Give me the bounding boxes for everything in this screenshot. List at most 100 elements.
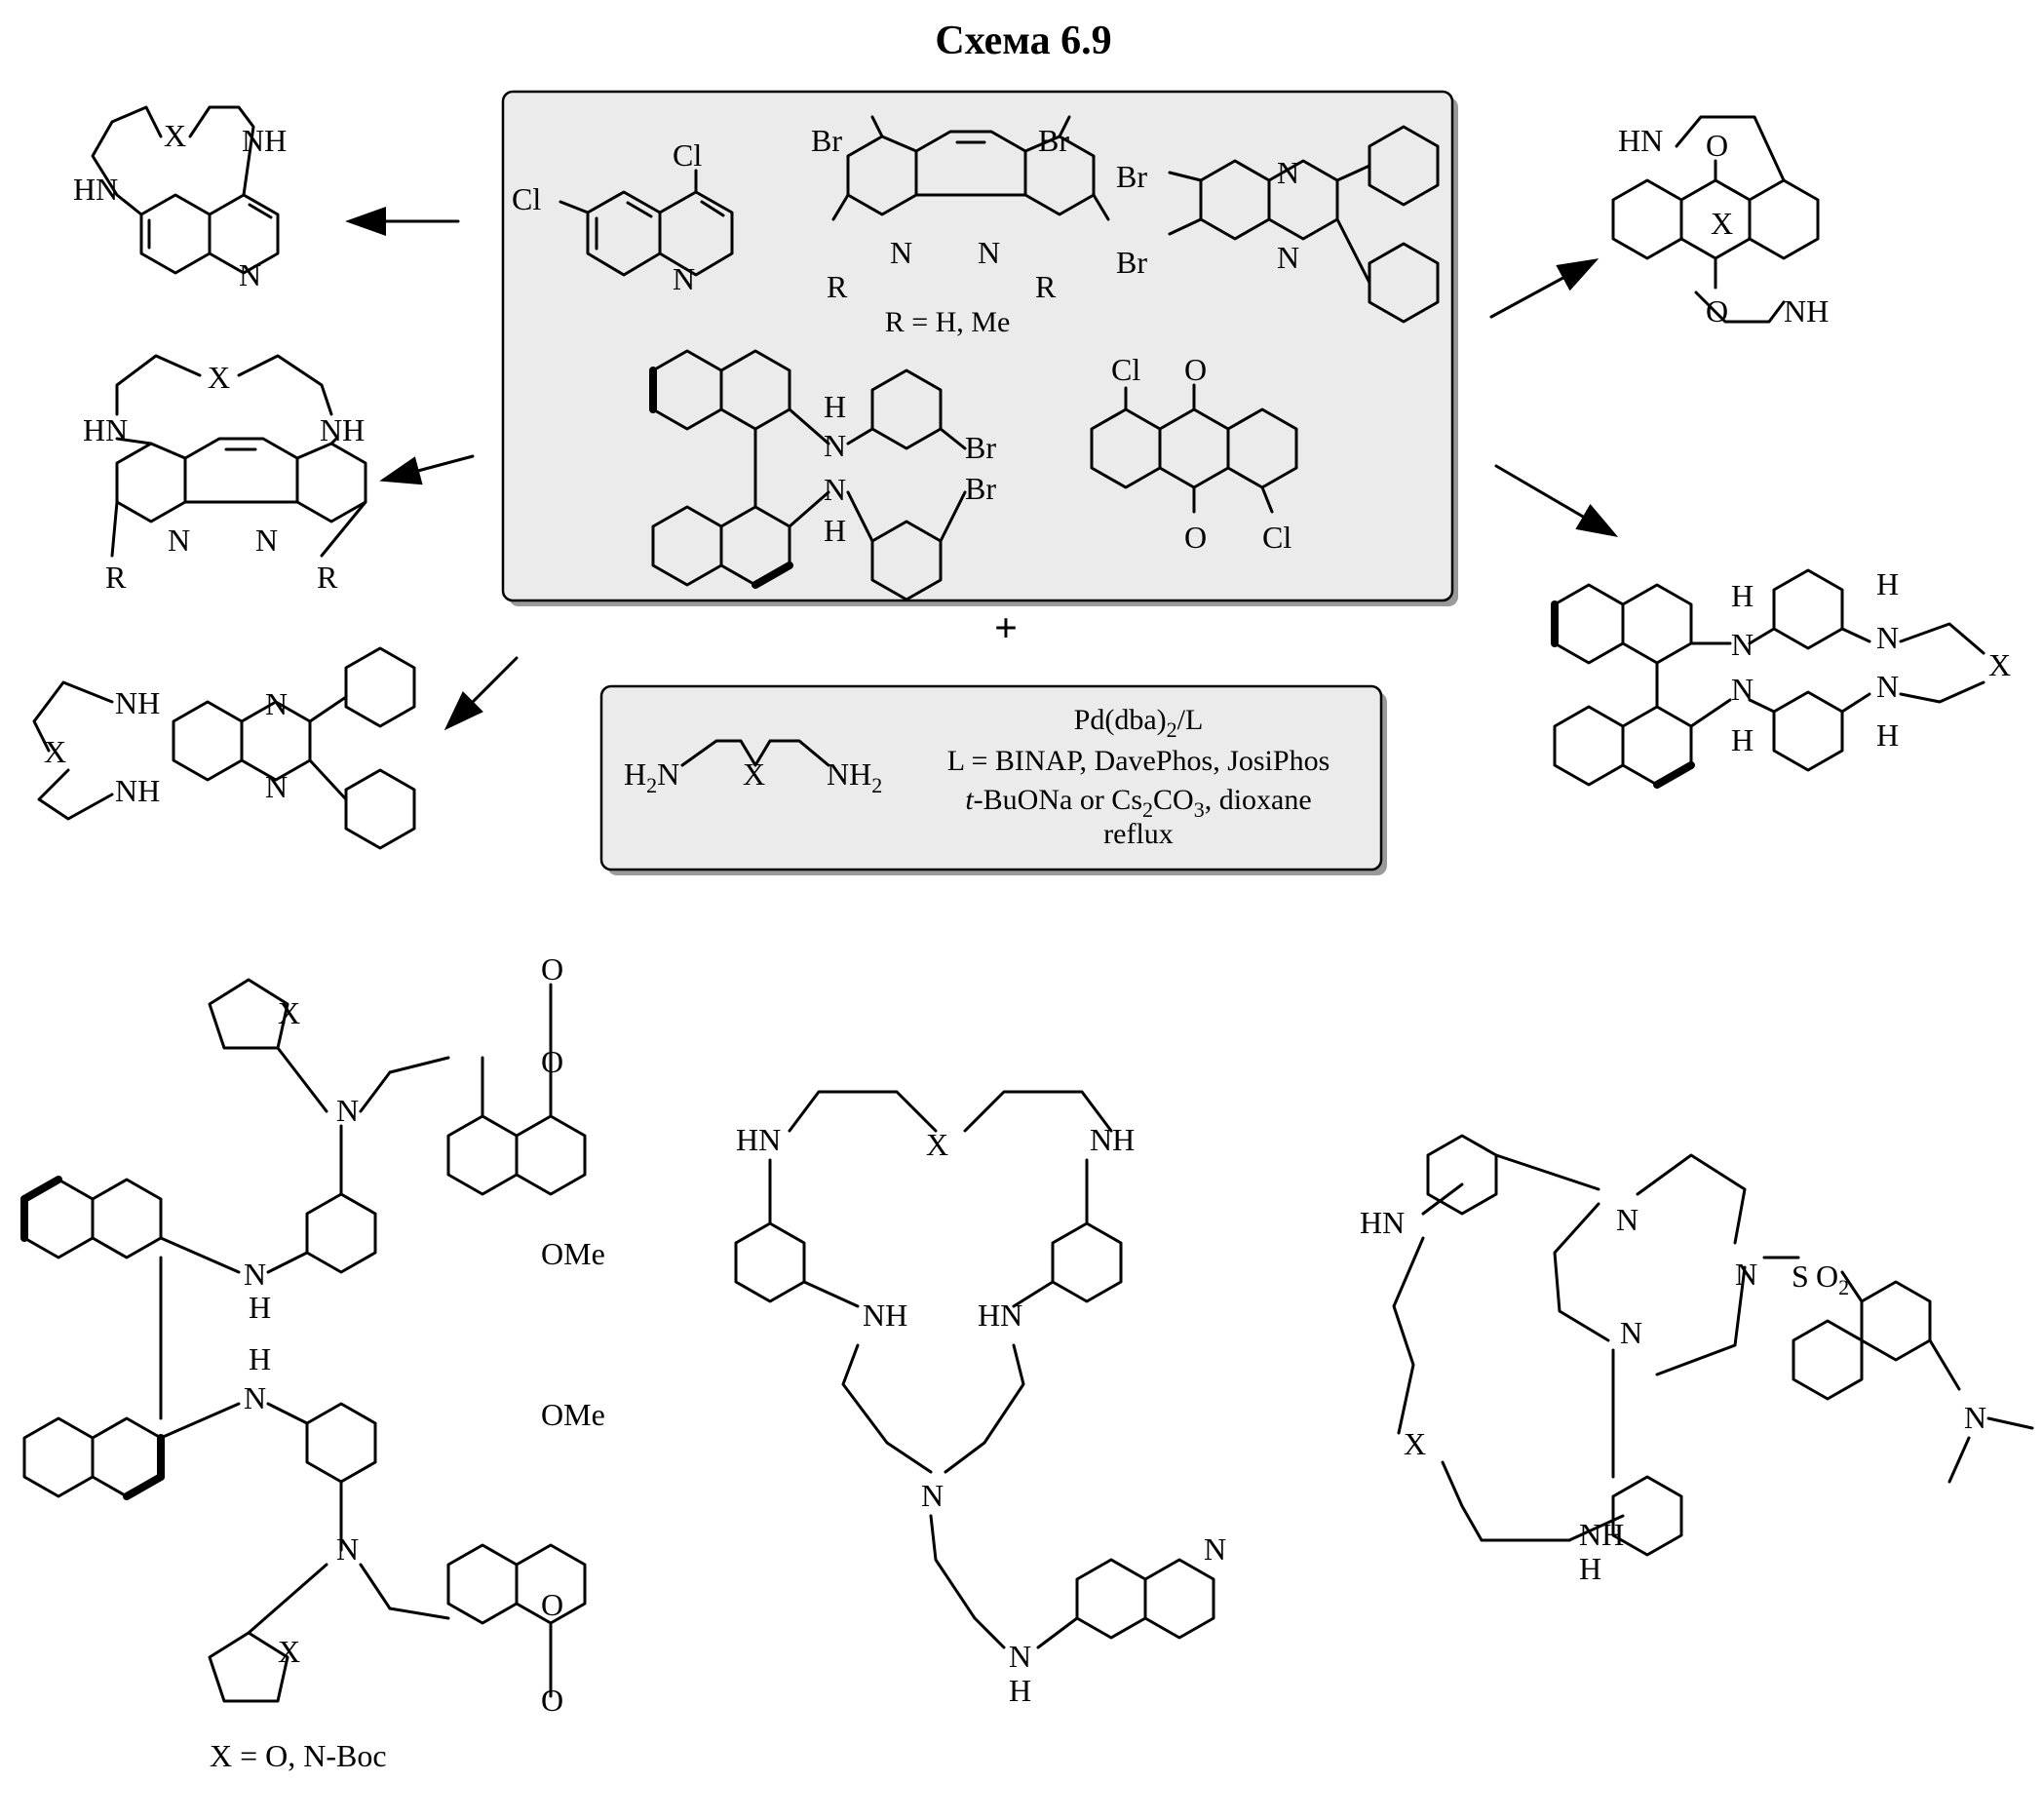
macro-n: N: [1731, 627, 1754, 662]
atom-hn: HN: [736, 1122, 781, 1157]
base-label: t-BuONa or Cs2CO3, dioxane: [965, 784, 1311, 822]
atom-ome: OMe: [541, 1397, 605, 1432]
arrow-to-anthraquinone-macrocycle: [1489, 258, 1600, 319]
atom-n: N: [1616, 1202, 1638, 1237]
macro-x: X: [44, 734, 66, 769]
atom-nh: NH: [1090, 1122, 1135, 1157]
macro-h: H: [1731, 722, 1754, 757]
atom-h: H: [1579, 1551, 1601, 1586]
atom-x: X: [278, 1634, 300, 1669]
atom-n: N: [673, 261, 695, 296]
macro-nh: NH: [115, 773, 160, 808]
atom-n: N: [1735, 1257, 1757, 1292]
macro-n: N: [168, 523, 190, 558]
macro-x: X: [164, 118, 186, 153]
reflux-label: reflux: [1103, 818, 1174, 850]
arrow-to-binaphthyl-macrocycle: [1494, 464, 1619, 538]
atom-br: Br: [965, 430, 996, 465]
atom-cl: Cl: [1111, 352, 1140, 387]
product-binaphthyl-macrocycle: H N N H H N N H X: [1551, 566, 2011, 789]
macro-n: N: [265, 769, 288, 804]
atom-n: N: [824, 472, 846, 507]
atom-o: O: [541, 951, 563, 987]
atom-n: N: [244, 1257, 266, 1292]
atom-n: N: [1964, 1400, 1986, 1435]
dibromoquinoxaline: Br Br N N: [1116, 125, 1440, 324]
atom-n: N: [1009, 1639, 1031, 1674]
macro-nh: NH: [320, 412, 365, 447]
atom-n: N: [921, 1478, 944, 1513]
conditions-box: H2N X NH2 Pd(dba)2/L L = BINAP, DavePhos…: [599, 684, 1387, 875]
dichloroanthraquinone: Cl O O Cl: [1090, 352, 1298, 555]
atom-n: N: [824, 428, 846, 463]
atom-x: X: [1404, 1426, 1426, 1461]
atom-hn: HN: [1360, 1205, 1405, 1240]
atom-br: Br: [965, 471, 996, 506]
atom-o: O: [1184, 352, 1207, 387]
dansyl-cyclen-macrocycle: HN N N S O2 N X NH H N: [1360, 1134, 2034, 1586]
atom-s: S: [1792, 1259, 1809, 1294]
scheme-title: Схема 6.9: [935, 19, 1111, 63]
product-phenanthroline-macrocycle: HN X NH N N R R: [83, 354, 367, 595]
atom-n: N: [336, 1093, 359, 1128]
atom-h: H: [824, 513, 846, 548]
atom-n: N: [1204, 1531, 1226, 1567]
macro-o: O: [1706, 293, 1728, 329]
macro-hn: HN: [73, 172, 118, 207]
macro-n: N: [1731, 672, 1754, 707]
atom-h: H: [249, 1290, 271, 1325]
plus-sign: +: [994, 606, 1018, 651]
atom-n: N: [1620, 1315, 1642, 1350]
macro-nh: NH: [242, 123, 287, 158]
atom-x: X: [926, 1127, 948, 1162]
macro-x: X: [1988, 647, 2011, 682]
macro-o: O: [1706, 128, 1728, 163]
atom-r: R: [827, 269, 848, 304]
macro-nh: NH: [1784, 293, 1829, 329]
diamine-h2n: H2N: [624, 756, 679, 797]
atom-br: Br: [1038, 123, 1069, 158]
macro-x: X: [208, 360, 230, 395]
macro-hn: HN: [83, 412, 128, 447]
macro-n: N: [1876, 620, 1899, 655]
coumarin-binaphthyl-conjugate: X N N H H N N X O O OMe OMe O O X = O, N…: [20, 951, 605, 1773]
atom-n: N: [1277, 155, 1299, 190]
macro-h: H: [1876, 566, 1899, 601]
atom-n: N: [244, 1380, 266, 1415]
atom-o: O: [541, 1044, 563, 1079]
atom-x: X: [278, 995, 300, 1030]
atom-nh: NH: [1579, 1517, 1624, 1552]
atom-o: O: [1184, 520, 1207, 555]
atom-o2: O2: [1816, 1259, 1849, 1299]
atom-o: O: [541, 1683, 563, 1718]
macro-h: H: [1731, 578, 1754, 613]
macro-hn: HN: [1618, 123, 1663, 158]
atom-r: R: [1035, 269, 1057, 304]
diamine-nh2: NH2: [827, 756, 882, 797]
reagent-box: Cl Cl N Br Br N N R R R = H, Me: [501, 90, 1458, 606]
r-substituent-note: R = H, Me: [885, 306, 1011, 338]
atom-br: Br: [811, 123, 842, 158]
atom-nh: NH: [863, 1297, 907, 1333]
product-quinoxaline-macrocycle: NH X NH N N: [32, 646, 416, 850]
macro-n: N: [239, 257, 261, 292]
product-quinoline-macrocycle: HN X NH N: [73, 105, 287, 292]
atom-n: N: [336, 1531, 359, 1567]
x-definition: X = O, N-Boc: [210, 1738, 387, 1773]
atom-n: N: [1277, 240, 1299, 275]
product-anthraquinone-macrocycle: HN O X O NH: [1611, 115, 1829, 329]
arrow-to-quinoxaline-macrocycle: [443, 656, 519, 731]
atom-n: N: [978, 235, 1000, 270]
diamine-x: X: [743, 756, 765, 792]
binaphthyl-dibromide: H N N H Br Br: [649, 349, 996, 601]
atom-o: O: [541, 1587, 563, 1622]
macro-h: H: [1876, 717, 1899, 753]
macro-n: N: [265, 686, 288, 721]
ligand-label: L = BINAP, DavePhos, JosiPhos: [947, 745, 1330, 777]
atom-ome: OMe: [541, 1236, 605, 1271]
atom-h: H: [1009, 1673, 1031, 1708]
atom-cl: Cl: [512, 181, 541, 216]
macro-nh: NH: [115, 685, 160, 720]
dichloroquinoline: Cl Cl N: [512, 137, 734, 296]
